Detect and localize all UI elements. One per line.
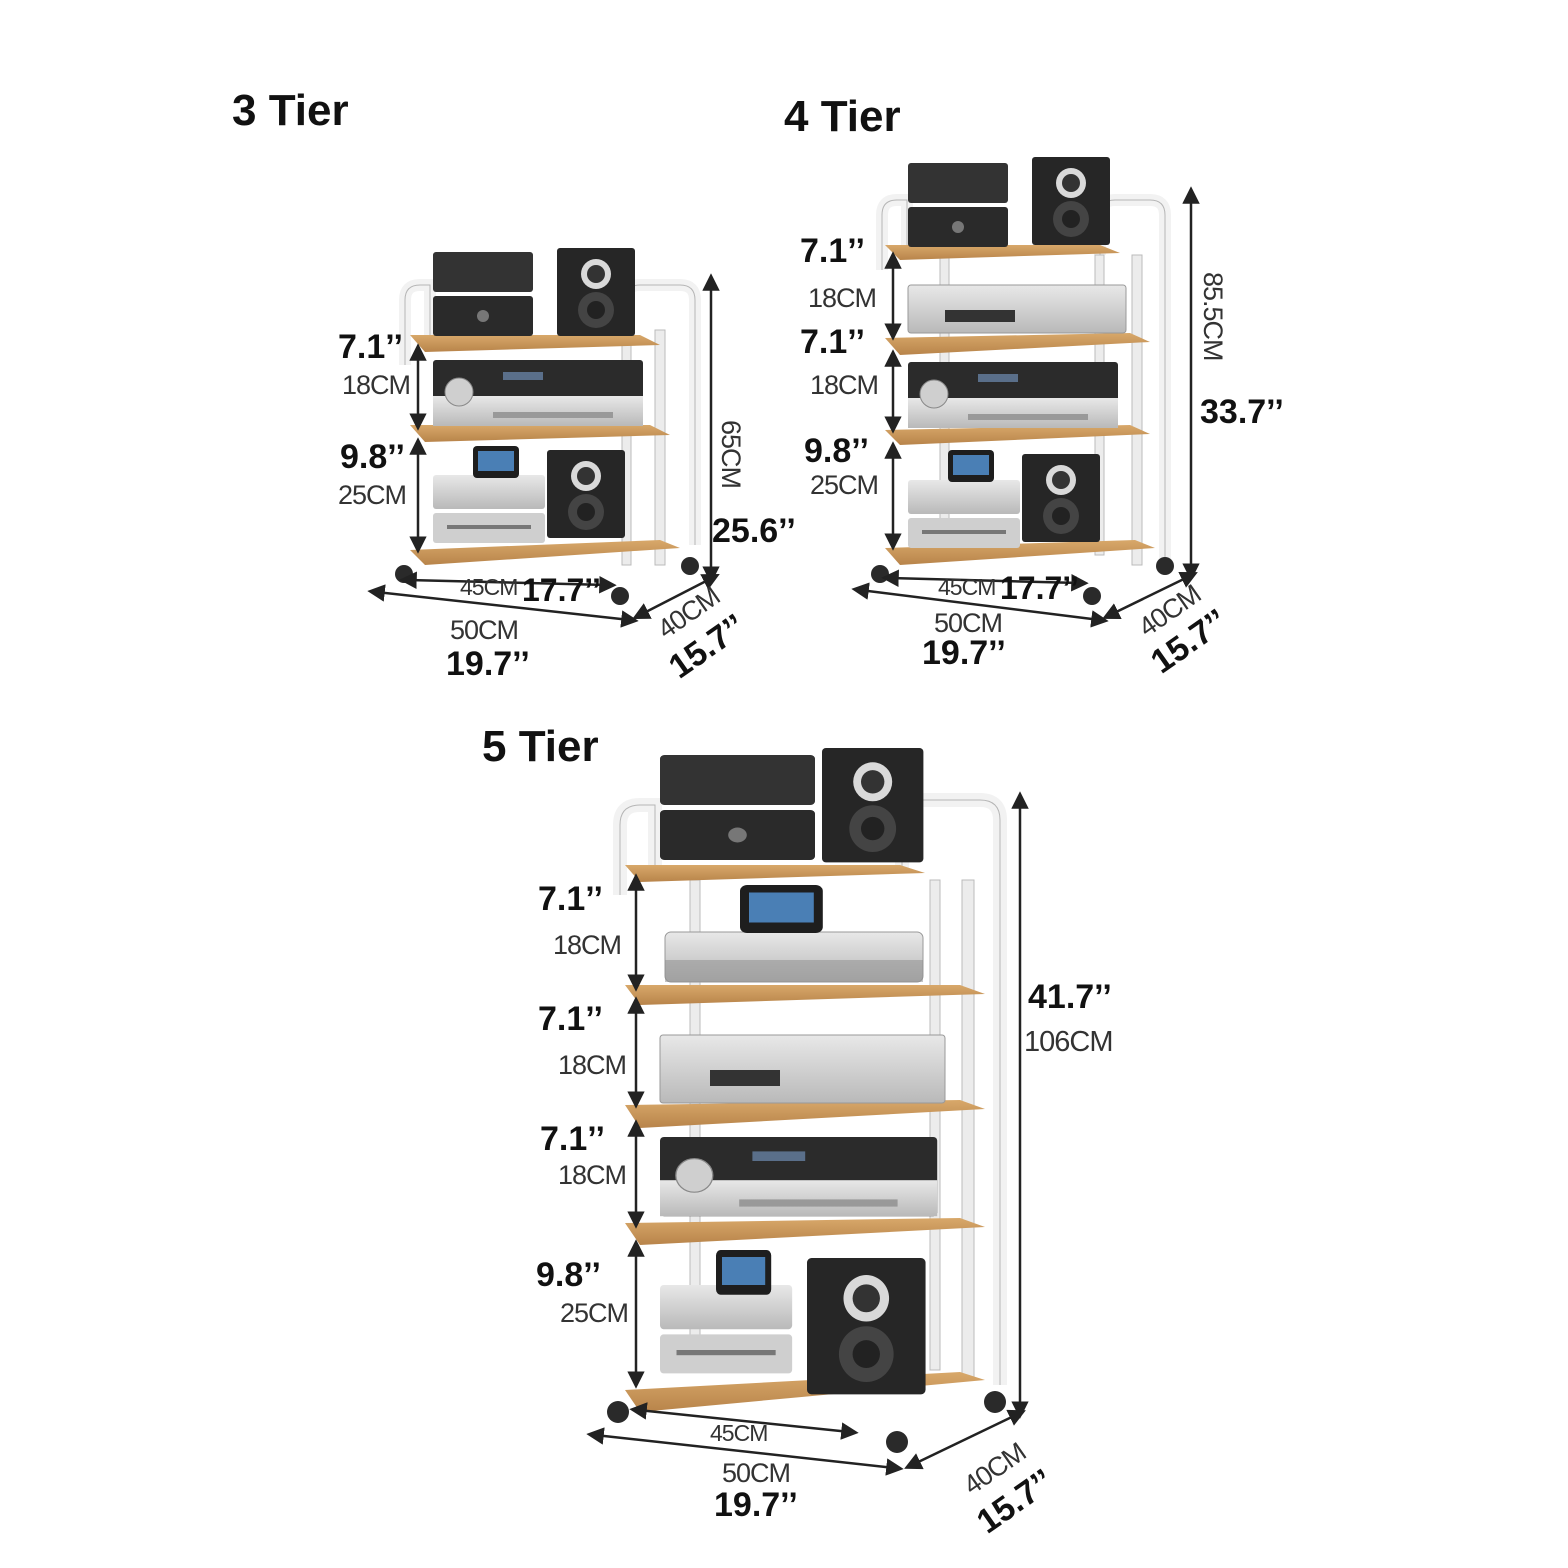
tier4-height-inches: 33.7’’ — [1200, 393, 1284, 431]
tier3-width-inches: 19.7’’ — [446, 645, 530, 683]
rack-3-tier — [367, 248, 720, 628]
tier3-gap-top-inches: 7.1’’ — [338, 328, 403, 366]
tier3-inner-width-cm: 45CM — [460, 574, 518, 600]
rack-5-tier — [586, 748, 1029, 1476]
tier4-gap1-inches: 7.1’’ — [800, 232, 865, 270]
tier3-inner-width-inches: 17.7’’ — [522, 572, 601, 608]
tier5-gap1-cm: 18CM — [553, 930, 622, 960]
rack-4-tier — [851, 157, 1200, 628]
tier5-gap2-inches: 7.1’’ — [538, 1000, 603, 1038]
tier4-gap-bottom-inches: 9.8’’ — [804, 432, 869, 470]
tier4-width-cm: 50CM — [934, 608, 1003, 638]
tier4-inner-width-inches: 17.7’’ — [1000, 570, 1079, 606]
tier5-gap3-cm: 18CM — [558, 1160, 627, 1190]
tier4-width-inches: 19.7’’ — [922, 634, 1006, 672]
tier4-height-cm: 85.5CM — [1198, 272, 1228, 361]
tier4-gap-bottom-cm: 25CM — [810, 470, 879, 500]
tier5-gap2-cm: 18CM — [558, 1050, 627, 1080]
tier5-gap3-inches: 7.1’’ — [540, 1120, 605, 1158]
tier5-inner-width-cm: 45CM — [710, 1420, 768, 1446]
tier3-gap-bottom-cm: 25CM — [338, 480, 407, 510]
tier5-width-cm: 50CM — [722, 1458, 791, 1488]
tier4-gap1-cm: 18CM — [808, 283, 877, 313]
tier4-title: 4 Tier — [784, 92, 901, 141]
tier4-gap2-inches: 7.1’’ — [800, 323, 865, 361]
tier5-height-cm: 106CM — [1024, 1026, 1113, 1058]
tier3-gap-top-cm: 18CM — [342, 370, 411, 400]
tier5-title: 5 Tier — [482, 722, 599, 771]
tier5-gap1-inches: 7.1’’ — [538, 880, 603, 918]
tier3-title: 3 Tier — [232, 86, 349, 135]
tier5-width-inches: 19.7’’ — [714, 1486, 798, 1524]
tier4-gap2-cm: 18CM — [810, 370, 879, 400]
tier3-width-cm: 50CM — [450, 615, 519, 645]
tier3-height-cm: 65CM — [716, 420, 746, 489]
tier5-gap-bottom-cm: 25CM — [560, 1298, 629, 1328]
tier4-inner-width-cm: 45CM — [938, 574, 996, 600]
tier3-gap-bottom-inches: 9.8’’ — [340, 438, 405, 476]
tier3-height-inches: 25.6’’ — [712, 512, 796, 550]
tier5-gap-bottom-inches: 9.8’’ — [536, 1256, 601, 1294]
tier5-height-inches: 41.7’’ — [1028, 978, 1112, 1016]
